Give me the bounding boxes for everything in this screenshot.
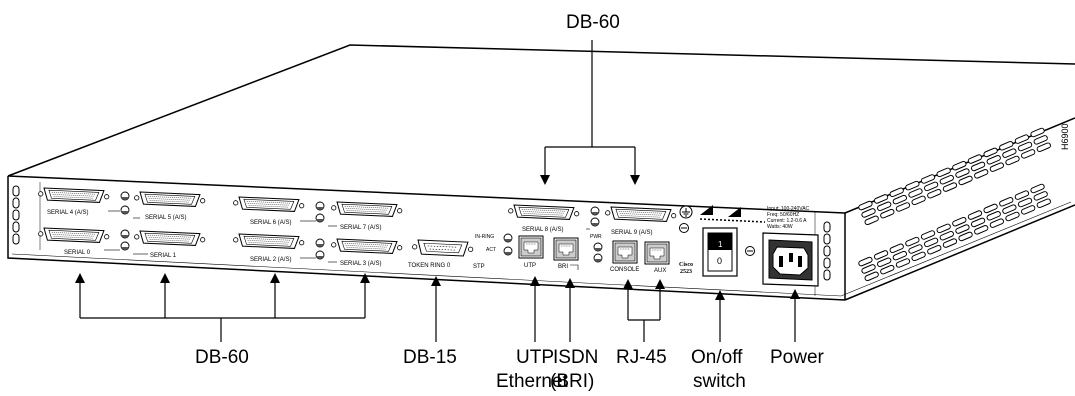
brand-label: Cisco: [679, 262, 693, 268]
token-ring-port[interactable]: [412, 239, 474, 257]
serial-port-2[interactable]: [232, 233, 305, 250]
isdn-bri-port[interactable]: [553, 237, 579, 261]
pwr-led: [593, 242, 603, 252]
power-watts-rating: Watts: 40W: [767, 224, 793, 230]
serial-2-label: SERIAL 2 (A/S): [250, 257, 291, 263]
bri-label: BRI: [558, 264, 568, 270]
utp-label: UTP: [524, 263, 536, 269]
serial-port-0[interactable]: [37, 227, 110, 244]
switch-on-label: 1: [718, 240, 723, 249]
serial-7-label: SERIAL 7 (A/S): [340, 225, 381, 231]
serial-port-6[interactable]: [232, 196, 305, 213]
utp-ethernet-port[interactable]: [518, 235, 544, 259]
serial-4-label: SERIAL 4 (A/S): [47, 210, 88, 216]
serial-8-label: SERIAL 8 (A/S): [522, 227, 563, 233]
token-ring-label: TOKEN RING 0: [408, 263, 451, 269]
side-vent-slots: [858, 127, 1051, 282]
in-ring-label: IN-RING: [475, 234, 494, 240]
power-inlet[interactable]: [762, 232, 819, 287]
serial-port-1[interactable]: [133, 230, 206, 247]
serial-7-led: [315, 213, 325, 223]
serial-8-led: [590, 206, 600, 216]
serial-port-9[interactable]: [604, 206, 677, 223]
callout-utp-line2: Ethernet: [496, 371, 569, 392]
callout-utp-line1: UTP: [516, 347, 554, 368]
serial-5-label: SERIAL 5 (A/S): [145, 215, 186, 221]
ground-symbol-icon: [679, 205, 693, 219]
power-current-rating: Current: 1.2-0.6 A: [767, 218, 807, 224]
left-vent-slots: [12, 185, 20, 245]
power-input-rating: Input: 100-240VAC: [767, 206, 810, 212]
serial-2-led: [315, 238, 325, 248]
voltage-scale-icon: [699, 205, 766, 223]
act-label: ACT: [486, 247, 496, 253]
ground-screw-icon: [745, 246, 755, 256]
callout-isdn-line1: ISDN: [553, 347, 598, 368]
callout-isdn-line2: (BRI): [550, 371, 594, 392]
serial-port-7[interactable]: [330, 201, 403, 218]
callout-db60-bottom: DB-60: [195, 347, 249, 368]
callout-rj45: RJ-45: [616, 347, 667, 368]
status-led: [593, 253, 603, 263]
callout-onoff-line1: On/off: [691, 347, 743, 368]
callout-rj45-leader: [623, 279, 665, 342]
callout-onoff-line2: switch: [693, 371, 746, 392]
serial-5-led: [120, 205, 130, 215]
serial-port-4[interactable]: [37, 187, 110, 204]
aux-port[interactable]: [644, 241, 670, 265]
callout-power: Power: [770, 347, 825, 368]
serial-1-led: [120, 241, 130, 251]
serial-3-label: SERIAL 3 (A/S): [340, 261, 381, 267]
console-label: CONSOLE: [610, 267, 639, 273]
serial-port-8[interactable]: [507, 204, 580, 221]
serial-6-led: [315, 201, 325, 211]
serial-6-label: SERIAL 6 (A/S): [250, 220, 291, 226]
ground-screw-icon: [679, 223, 689, 233]
callout-db60-bottom-leader: [75, 273, 370, 342]
serial-port-3[interactable]: [330, 238, 403, 255]
serial-1-label: SERIAL 1: [150, 253, 177, 259]
serial-0-label: SERIAL 0: [64, 250, 91, 256]
callout-db60-top: DB-60: [566, 12, 620, 33]
figure-id: H6900: [1060, 123, 1070, 150]
pwr-label: PWR: [590, 234, 602, 240]
serial-0-led: [120, 229, 130, 239]
power-switch[interactable]: 1 0: [702, 227, 738, 277]
act-led: [503, 246, 513, 256]
power-freq-rating: Freq: 50/60HZ: [767, 212, 799, 218]
serial-4-led: [120, 191, 130, 201]
right-vent-slots: [823, 221, 831, 281]
chassis: [7, 44, 1075, 301]
switch-off-label: 0: [717, 256, 722, 266]
callout-db15: DB-15: [403, 347, 457, 368]
callout-db60-top-leader: [540, 40, 640, 185]
stp-label: STP: [473, 264, 485, 270]
console-port[interactable]: [612, 240, 638, 264]
serial-3-led: [315, 250, 325, 260]
in-ring-led: [503, 233, 513, 243]
model-number: 2523: [680, 269, 692, 275]
serial-9-label: SERIAL 9 (A/S): [611, 230, 652, 236]
serial-9-led: [590, 217, 600, 227]
aux-label: AUX: [654, 268, 666, 274]
serial-port-5[interactable]: [133, 191, 206, 208]
